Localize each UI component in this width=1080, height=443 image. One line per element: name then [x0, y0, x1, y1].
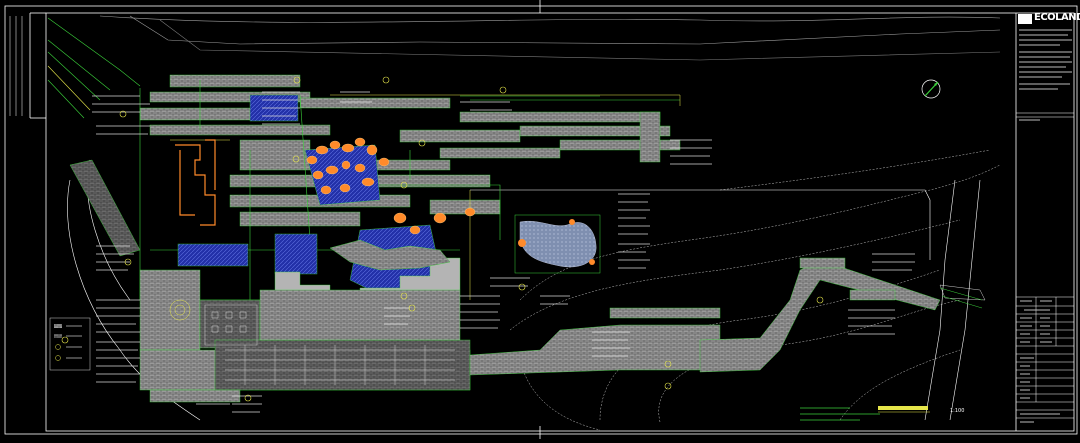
pond-feature — [514, 214, 601, 274]
company-logo: ECOLAND — [1034, 12, 1080, 23]
annotation-leaders — [92, 91, 915, 413]
lower-paving-area — [139, 269, 471, 403]
left-entry-path — [69, 159, 141, 257]
legend-swatch-1 — [54, 324, 62, 328]
road-edge-lines — [47, 15, 1001, 119]
lower-walkway — [469, 257, 986, 376]
bridge-lines — [939, 287, 983, 309]
legend-swatch-3 — [55, 344, 61, 350]
green-label-lines — [800, 407, 880, 421]
legend-box — [49, 317, 91, 371]
orange-planting-outlines — [175, 139, 216, 226]
rock-cluster — [306, 137, 476, 235]
plaza-circles — [169, 299, 191, 321]
left-margin-ruler — [9, 16, 23, 116]
drawing-title — [878, 406, 930, 413]
blue-planting-beds — [177, 94, 441, 301]
north-arrow-icon — [921, 79, 941, 99]
drawing-scale-label: 1:100 — [950, 408, 965, 414]
legend-swatch-2 — [54, 334, 62, 338]
title-block-text-lines — [1019, 29, 1072, 423]
callout-markers — [61, 76, 824, 402]
legend-swatch-4 — [55, 355, 61, 361]
sheet-frame — [4, 0, 1078, 439]
seating-grid — [204, 304, 455, 385]
logo-mark-icon — [1018, 14, 1032, 24]
upper-paving-bands — [139, 74, 681, 227]
title-block — [1016, 112, 1074, 419]
site-boundary — [67, 159, 981, 421]
terrain-contours — [509, 149, 1001, 431]
